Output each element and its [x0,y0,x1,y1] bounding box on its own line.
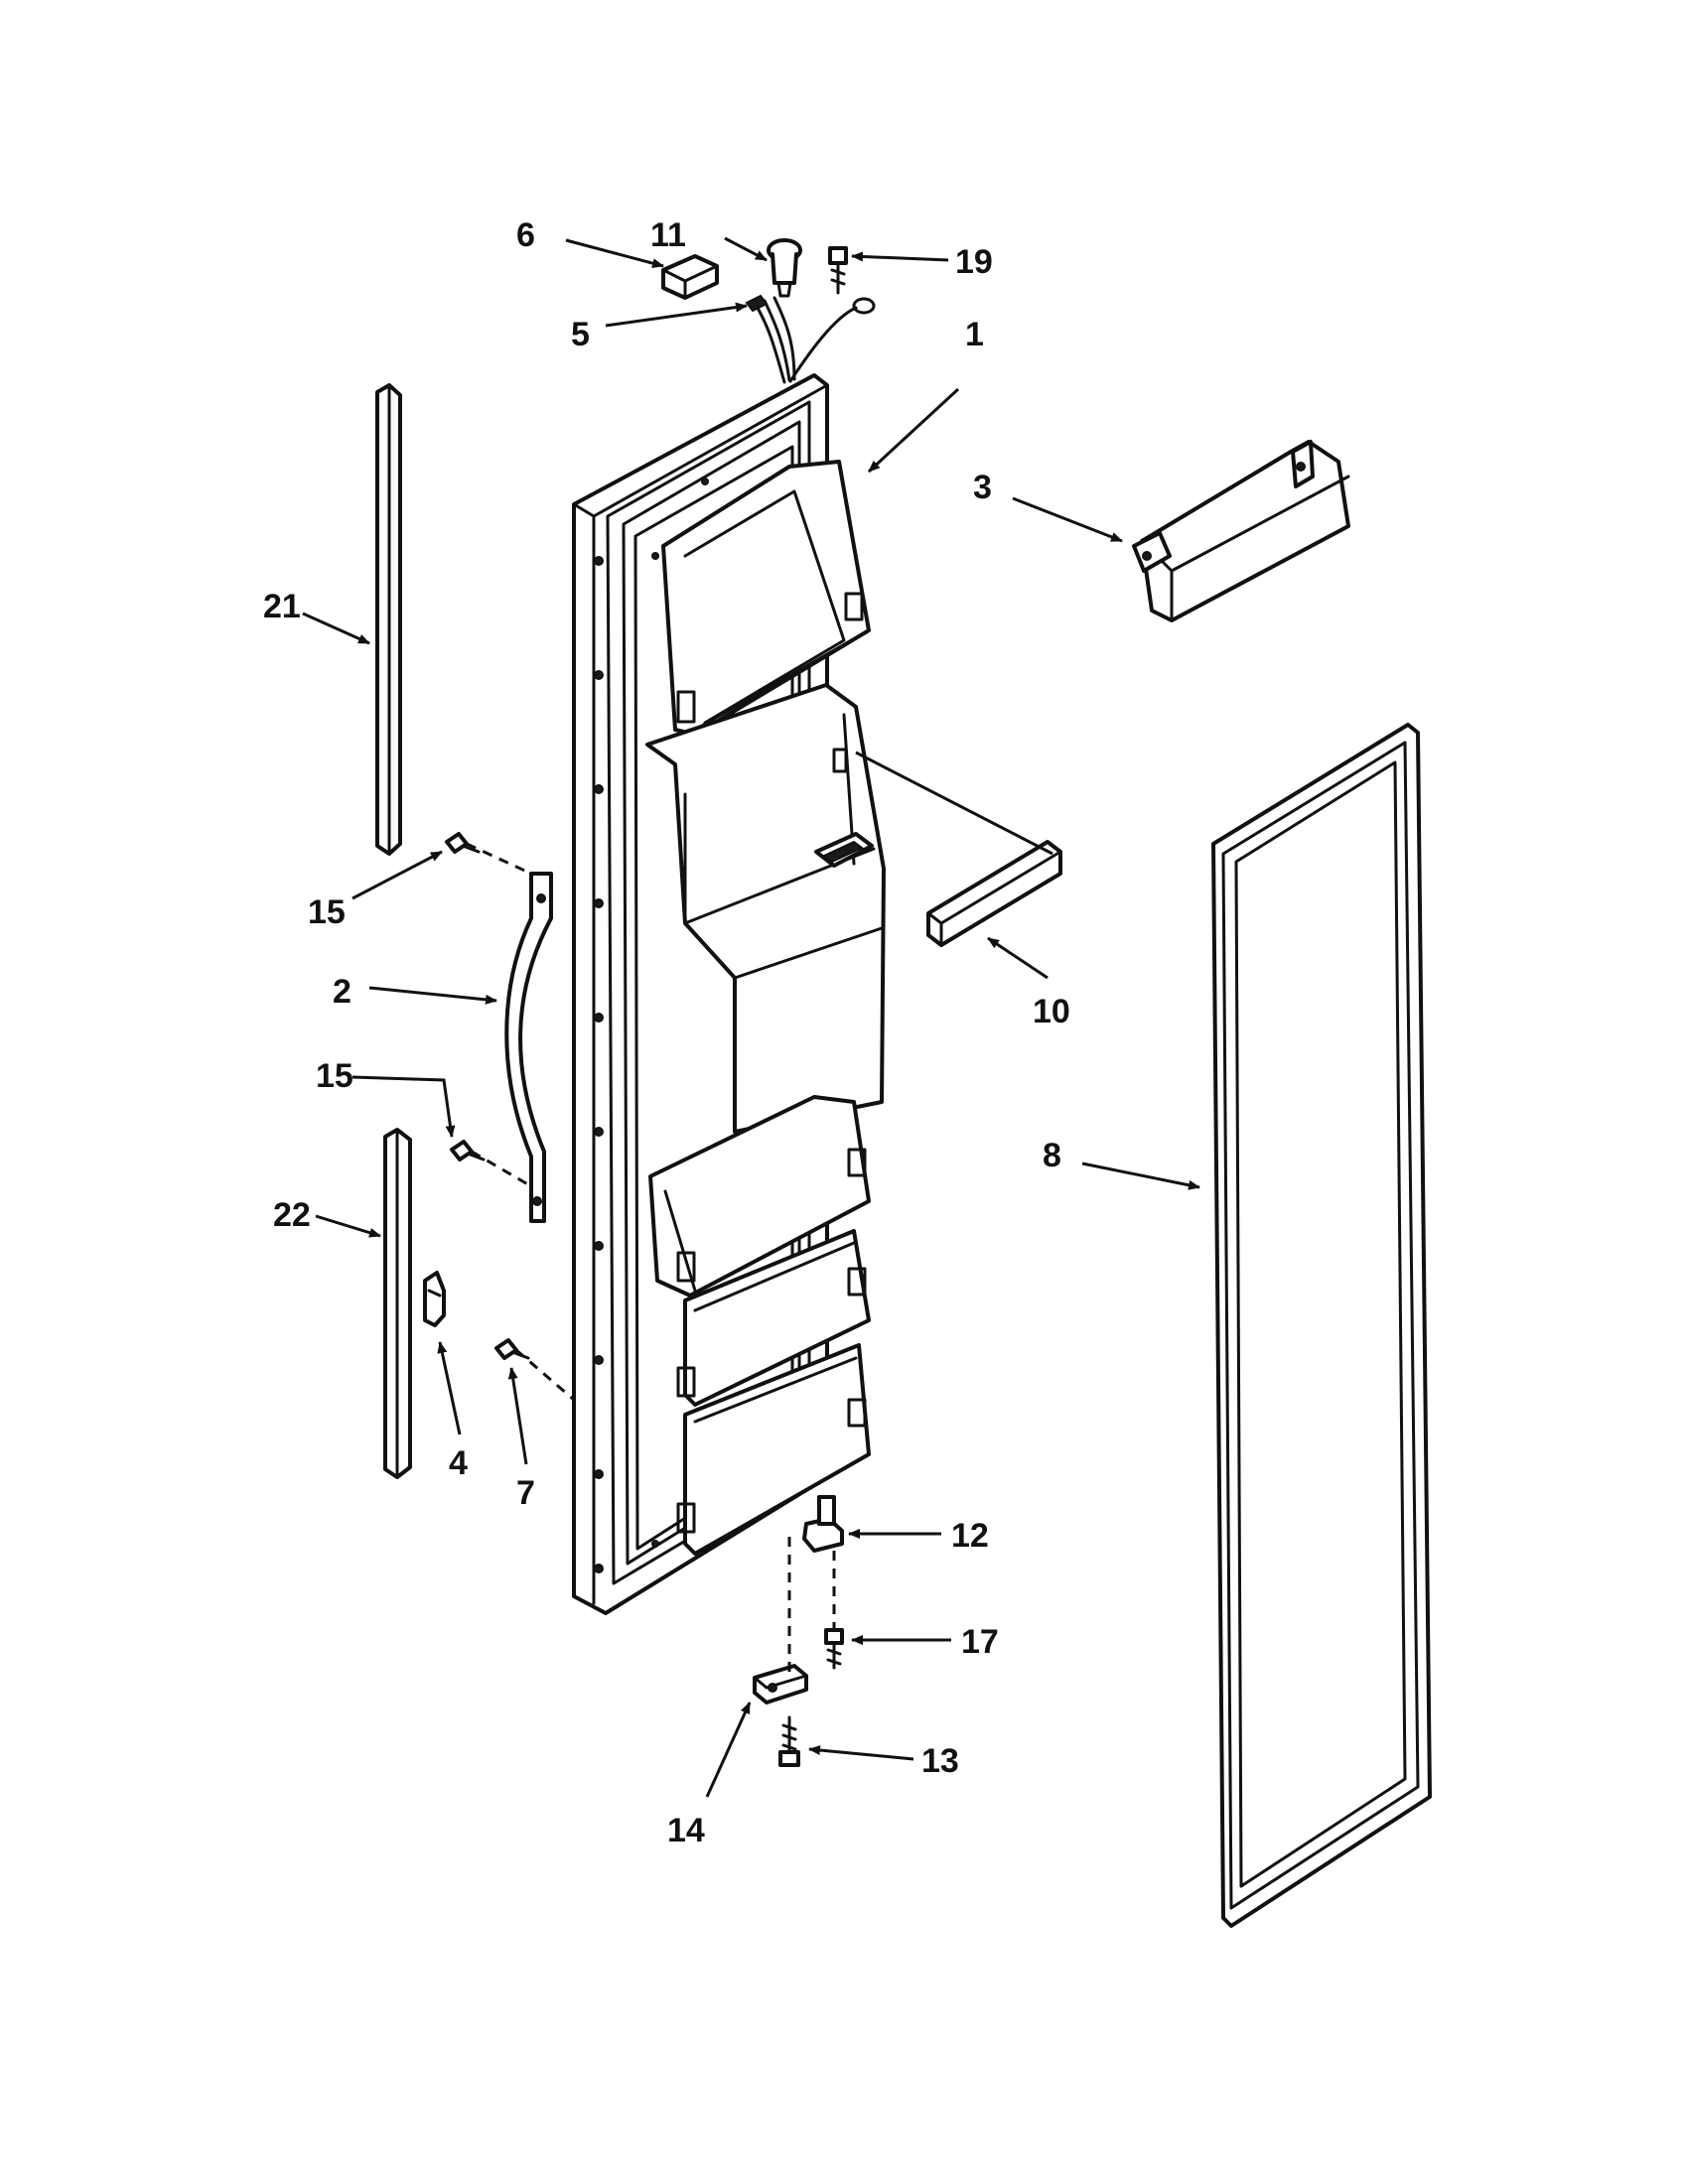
callout-15-lower: 15 [316,1057,353,1095]
callout-17: 17 [961,1623,999,1661]
bottom-hinge [753,1664,808,1705]
door-screw-holes [594,478,709,1573]
callout-2: 2 [333,973,351,1011]
assembly-lines [466,751,1053,1678]
callout-4: 4 [449,1444,468,1482]
callout-labels: 1 2 3 4 5 6 7 8 10 11 12 13 14 15 15 17 … [263,216,1070,1849]
middle-shelf [648,1095,871,1297]
callout-14: 14 [667,1812,705,1849]
callout-22: 22 [273,1196,311,1234]
handle-clip [423,1271,446,1327]
callout-13: 13 [921,1742,959,1780]
callout-12: 12 [951,1517,989,1555]
wire-harness [745,294,876,384]
callout-1: 1 [965,316,984,353]
callout-3: 3 [973,469,992,506]
door-gasket [1211,723,1432,1928]
bottom-hinge-screw [778,1715,800,1767]
hinge-pin [802,1495,844,1553]
leader-lines [302,236,1200,1798]
callout-15-upper: 15 [308,893,346,931]
callout-7: 7 [516,1474,535,1512]
door-handle [504,872,553,1223]
trim-strip-lower [383,1128,412,1479]
handle-screw-upper [445,832,481,854]
hinge-screw [824,1628,844,1670]
top-screw [828,246,848,295]
shelf-rail [926,840,1062,947]
freezer-door-assembly [572,373,886,1615]
callout-10: 10 [1033,993,1070,1030]
bottom-shelf [676,1343,871,1556]
lower-shelf [676,1229,871,1407]
callout-19: 19 [955,243,993,281]
socket-plug [767,238,802,298]
callout-6: 6 [516,216,535,254]
callout-21: 21 [263,588,301,625]
trim-strip-upper [375,383,402,856]
door-bin-bracket [1132,440,1350,622]
callout-5: 5 [571,316,590,353]
callout-11: 11 [650,216,686,254]
callout-8: 8 [1043,1137,1061,1174]
upper-shelf [661,460,871,737]
connector-block [661,254,719,300]
